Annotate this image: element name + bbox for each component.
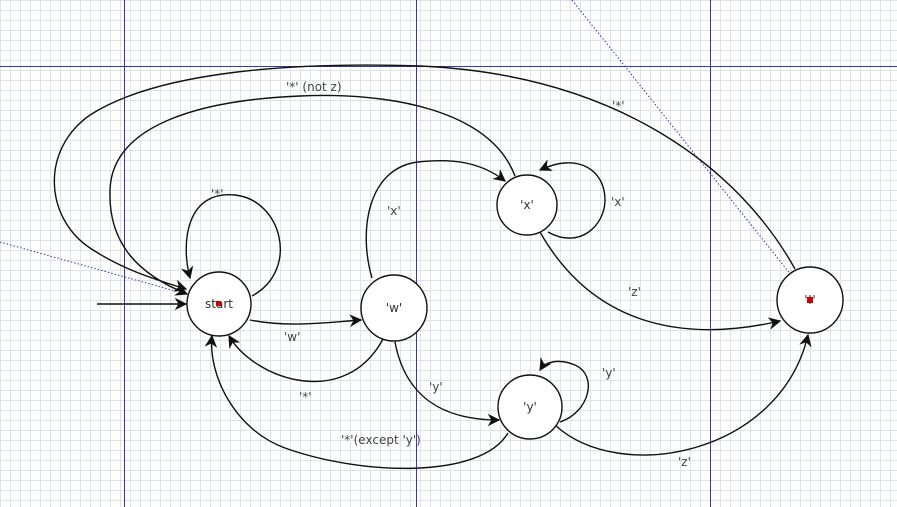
edge-labels: 'w' '*' '*' 'x' 'x' 'z' 'y' 'y' 'z' '*'(… [211,80,691,469]
edge-y-to-end[interactable] [554,333,812,456]
node-start-handle[interactable] [216,301,221,306]
label-start-to-w: 'w' [284,330,300,344]
edge-y-loop[interactable] [539,357,589,423]
dotted-connectors [0,0,812,304]
edge-end-to-start[interactable] [53,64,796,292]
edges [53,64,812,469]
label-start-loop: '*' [211,187,224,201]
node-w[interactable]: 'w' [360,274,428,342]
node-w-label: 'w' [386,301,402,315]
label-y-to-start: '*'(except 'y') [341,433,421,447]
node-end[interactable]: '!' [776,266,844,334]
label-y-to-end: 'z' [678,455,691,469]
label-end-to-start: '*' [612,99,625,113]
edge-w-to-y[interactable] [394,341,501,427]
node-x-label: 'x' [520,198,534,212]
edge-x-to-end[interactable] [539,231,782,331]
node-start[interactable]: start [186,271,252,337]
dotted-line-left [0,241,219,304]
edge-w-to-start[interactable] [228,334,384,383]
label-w-to-y: 'y' [429,380,443,394]
edge-w-to-x[interactable] [365,160,506,279]
label-y-loop: 'y' [602,366,616,380]
edge-x-loop[interactable] [538,159,606,239]
label-w-to-start: '*' [299,390,312,404]
node-y-label: 'y' [523,400,537,414]
node-x[interactable]: 'x' [496,174,558,236]
label-x-to-start: '*' (not z) [286,80,342,94]
nodes: start 'w' 'x' 'y' '!' [186,174,844,440]
label-w-to-x: 'x' [387,204,401,218]
edge-x-to-start[interactable] [109,94,516,296]
label-x-to-end: 'z' [628,285,641,299]
edge-start-loop[interactable] [181,194,281,297]
edge-y-to-start[interactable] [204,334,509,469]
label-x-loop: 'x' [611,195,625,209]
node-y[interactable]: 'y' [497,374,563,440]
edge-start-to-w[interactable] [249,314,363,328]
dotted-line-right [571,0,812,301]
node-end-handle[interactable] [807,297,813,303]
